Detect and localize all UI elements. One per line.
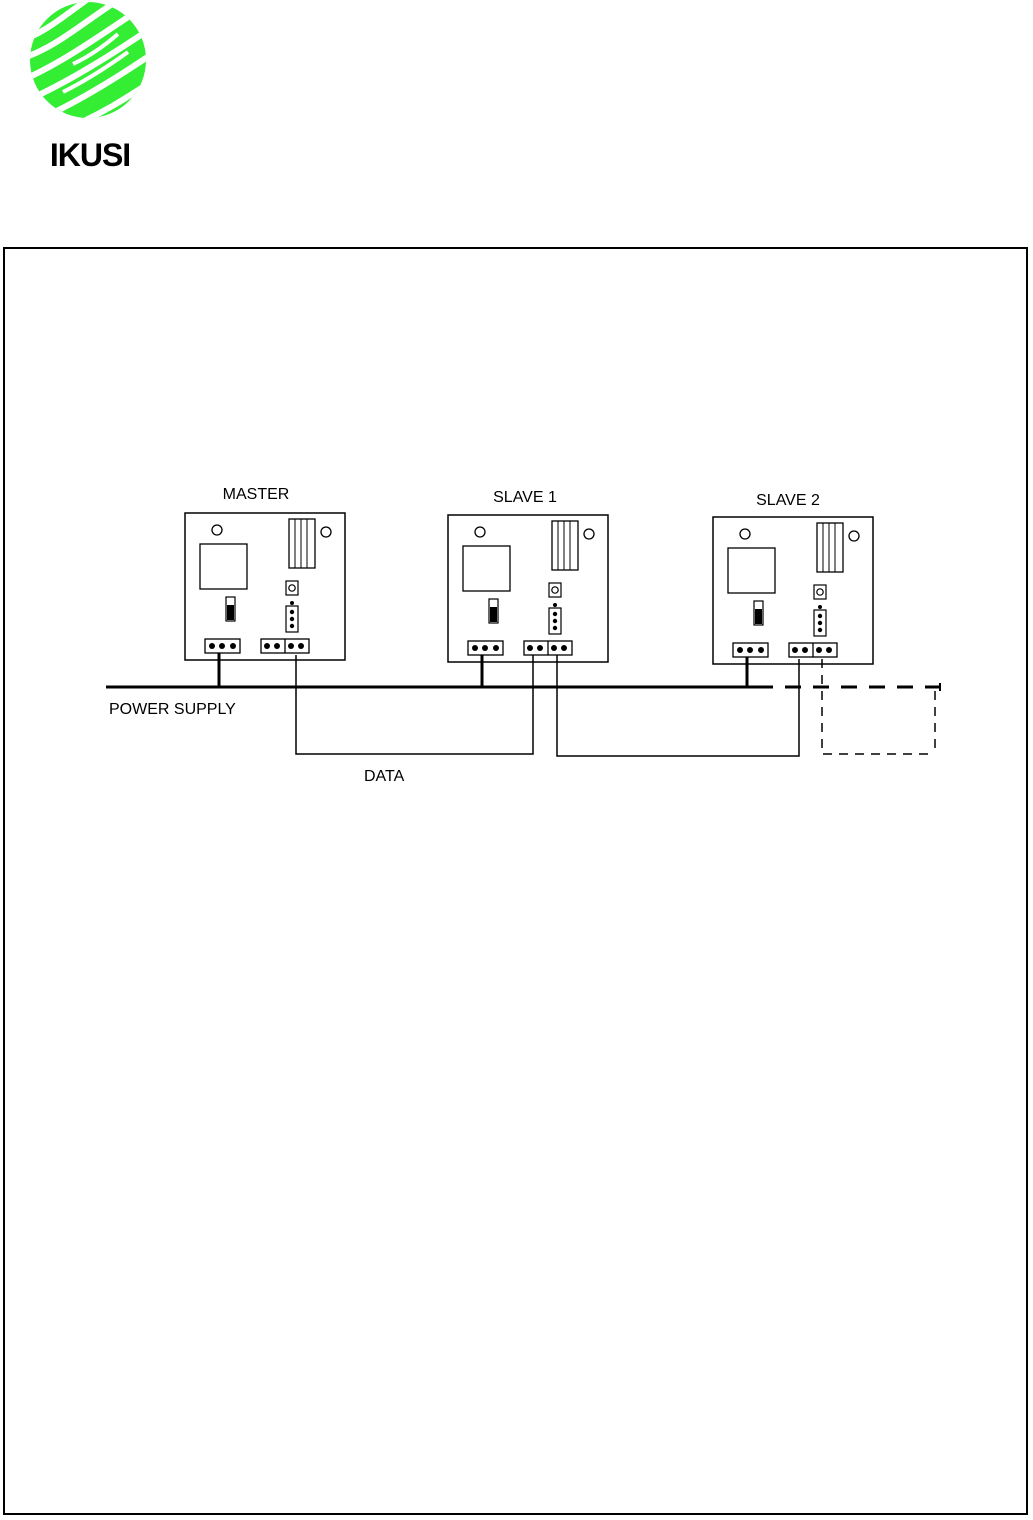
jumper-pin [290,617,294,621]
chip-icon [200,544,247,589]
wiring-diagram: MASTER SLAVE 1 SLAVE 2 POWER SUPPLY DATA [5,249,1026,1513]
jumper-pin [553,626,557,630]
connector-pin [802,647,808,653]
jumper-pin [290,624,294,628]
connector-pin [551,645,557,651]
mounting-hole-icon [212,525,222,535]
ikusi-logo: IKUSI [28,2,152,172]
heatsink-icon [289,519,315,568]
connector-pin [288,643,294,649]
switch-lever [490,607,497,622]
connector-pin [816,647,822,653]
connector-pin [758,647,764,653]
chip-icon [728,548,775,593]
data-label: DATA [364,768,405,785]
connector-pin [274,643,280,649]
jumper-pin [553,603,557,607]
device-label-slave-2: SLAVE 2 [756,492,820,509]
connector-pin [747,647,753,653]
jumper-pin [818,621,822,625]
connector-pin [219,643,225,649]
connector-pin [493,645,499,651]
data-link-extension [822,659,935,754]
heatsink-icon [817,523,843,572]
mounting-hole-icon [321,527,331,537]
power-supply-label: POWER SUPPLY [109,701,236,718]
jumper-pin [553,619,557,623]
jumper-pin [818,614,822,618]
connector-pin [209,643,215,649]
button-center [289,585,295,591]
jumper-pin [290,610,294,614]
connector-pin [537,645,543,651]
connector-pin [230,643,236,649]
connector-pin [826,647,832,653]
jumper-pin [818,605,822,609]
data-link-slave-1-slave-2 [557,655,799,756]
connector-pin [527,645,533,651]
mounting-hole-icon [849,531,859,541]
mounting-hole-icon [475,527,485,537]
connector-pin [264,643,270,649]
connector-pin [792,647,798,653]
connector-pin [737,647,743,653]
device-label-master: MASTER [223,486,290,503]
logo-wordmark: IKUSI [50,137,130,172]
diagram-frame: MASTER SLAVE 1 SLAVE 2 POWER SUPPLY DATA [3,247,1028,1515]
mounting-hole-icon [584,529,594,539]
connector-pin [298,643,304,649]
data-link-master-slave-1 [296,655,533,754]
device-board-slave-2 [713,517,873,664]
device-board-master [185,513,345,660]
connector-pin [561,645,567,651]
switch-lever [227,605,234,620]
jumper-pin [290,601,294,605]
button-center [552,587,558,593]
globe-icon [28,2,152,132]
device-board-slave-1 [448,515,608,662]
connector-pin [472,645,478,651]
chip-icon [463,546,510,591]
jumper-pin [818,628,822,632]
connector-pin [482,645,488,651]
device-label-slave-1: SLAVE 1 [493,489,557,506]
switch-lever [755,609,762,624]
jumper-pin [553,612,557,616]
mounting-hole-icon [740,529,750,539]
heatsink-icon [552,521,578,570]
button-center [817,589,823,595]
